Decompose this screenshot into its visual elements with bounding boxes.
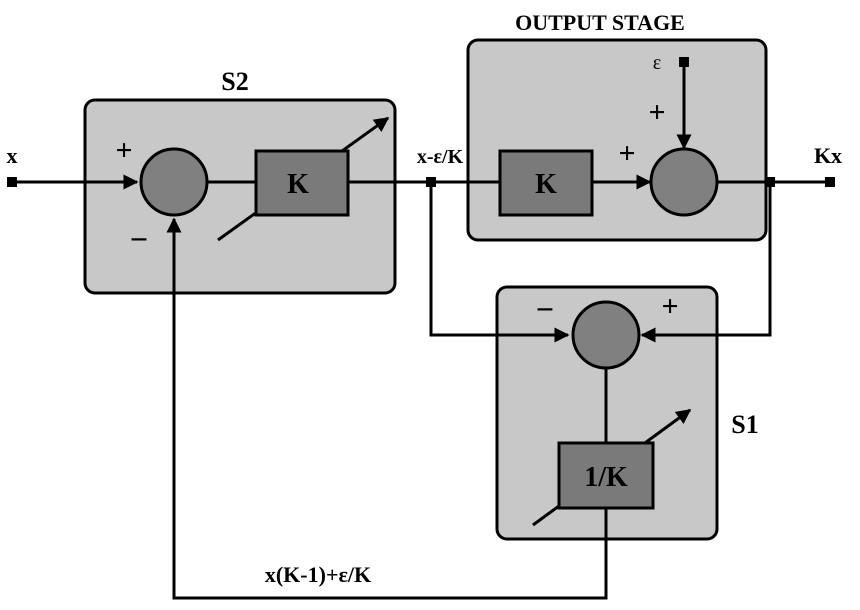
- input-terminal: [7, 177, 17, 187]
- s2-gain-label: K: [287, 169, 309, 200]
- s2-minus-sign: −: [130, 221, 148, 257]
- s2-plus-sign: +: [115, 134, 132, 167]
- s1-summer: [571, 300, 641, 370]
- input-signal-label: x: [7, 143, 18, 168]
- output-node: [765, 177, 775, 187]
- s1-plus-sign: +: [661, 290, 678, 323]
- output-stage-title: OUTPUT STAGE: [515, 10, 685, 35]
- output-summer: [649, 147, 719, 217]
- s1-minus-sign: −: [536, 291, 554, 327]
- output-gain-label: K: [535, 169, 557, 200]
- s1-title: S1: [731, 410, 758, 439]
- intermediate-signal-label: x-ε/K: [417, 146, 464, 168]
- output-plus-left: +: [618, 137, 635, 170]
- output-signal-label: Kx: [814, 143, 842, 168]
- output-terminal: [825, 177, 835, 187]
- s1-gain-block: [557, 441, 655, 510]
- s1-gain-label: 1/K: [584, 462, 628, 493]
- output-gain-block: [498, 149, 594, 217]
- error-label: ε: [653, 52, 661, 74]
- s2-gain-block: [254, 149, 350, 217]
- s2-title: S2: [221, 67, 248, 96]
- feedback-signal-label: x(K-1)+ε/K: [265, 562, 371, 587]
- s2-summer: [139, 147, 209, 217]
- s2-panel: [83, 98, 397, 295]
- output-plus-top: +: [648, 96, 665, 129]
- error-terminal: [679, 57, 689, 67]
- intermediate-node: [426, 177, 436, 187]
